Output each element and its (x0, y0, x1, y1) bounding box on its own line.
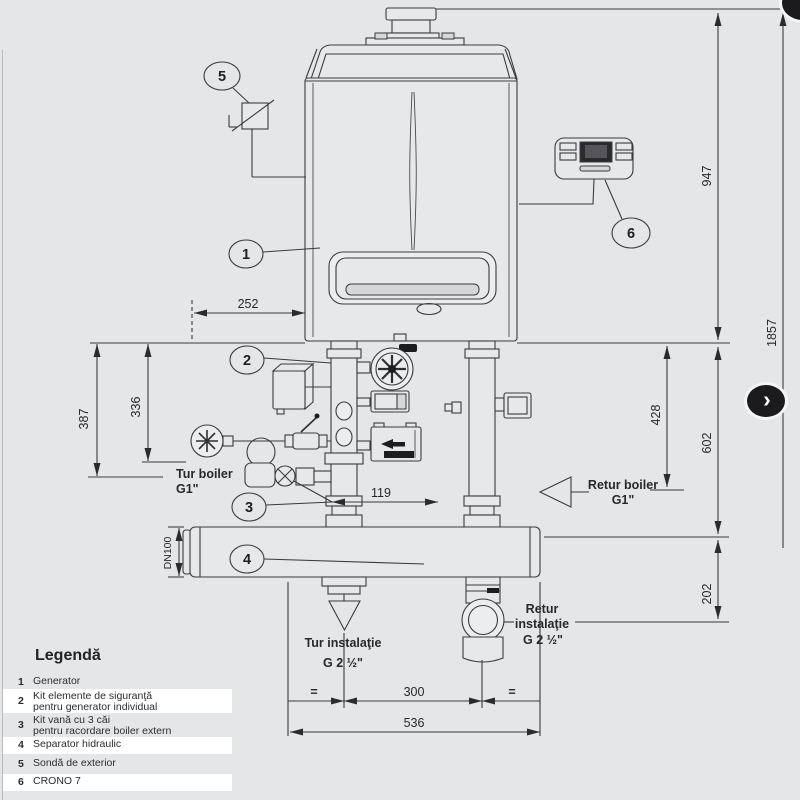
callout-6-number: 6 (627, 226, 635, 242)
callout-5-number: 5 (218, 69, 226, 85)
control-box (356, 422, 422, 462)
outdoor-sensor (228, 99, 306, 178)
brand-logo (416, 302, 442, 316)
flow-switch (356, 390, 410, 413)
dim-252: 252 (238, 297, 259, 311)
legend-item-2: 2 Kit elemente de siguranţă pentru gener… (3, 689, 232, 713)
valve-lever (300, 416, 318, 433)
callouts: 1 2 3 4 5 6 (203, 61, 651, 574)
dim-536: 536 (404, 716, 425, 730)
callout-1 (228, 239, 264, 269)
label-retur-boiler: Retur boiler (588, 478, 658, 492)
callout-4 (229, 544, 265, 574)
boiler-generator (304, 32, 518, 342)
dim-300: 300 (404, 685, 425, 699)
legend-item-3: 3 Kit vană cu 3 căi pentru racordare boi… (18, 714, 172, 737)
dim-202: 202 (700, 584, 714, 605)
dimension-lines (88, 13, 787, 736)
page-edge-line (2, 50, 3, 800)
legend-item-6: 6 CRONO 7 (3, 774, 232, 791)
callout-2 (229, 345, 265, 375)
dim-947: 947 (700, 166, 714, 187)
dim-602: 602 (700, 433, 714, 454)
label-tur-instalatie: Tur instalaţie (305, 636, 382, 650)
legend-title: Legendă (35, 647, 101, 664)
label-retur-boiler-size: G1" (612, 493, 635, 507)
carousel-next-button[interactable]: › (744, 382, 788, 420)
three-way-valve-kit (244, 462, 333, 503)
label-retur-instalatie-2: instalaţie (515, 617, 569, 631)
legend-item-1: 1 Generator (18, 675, 81, 689)
label-tur-boiler-size: G1" (176, 482, 199, 496)
callout-4-number: 4 (243, 552, 251, 568)
callout-1-number: 1 (242, 247, 250, 263)
retur-boiler-arrow (538, 476, 572, 508)
callout-5 (203, 61, 241, 91)
hydraulic-kit (190, 340, 532, 528)
label-tur-instalatie-size: G 2 ½" (323, 656, 363, 670)
tur-instalatie-arrow (328, 600, 361, 632)
legend-item-4: 4 Separator hidraulic (3, 737, 232, 754)
equal-mark-left: = (310, 685, 317, 699)
callout-2-number: 2 (243, 353, 251, 369)
callout-6 (611, 217, 651, 249)
label-retur-instalatie-size: G 2 ½" (523, 633, 563, 647)
label-tur-boiler: Tur boiler (176, 467, 233, 481)
flue-pipe (382, 7, 440, 40)
dim-387: 387 (77, 409, 91, 430)
legend-panel: Legendă 1 Generator 2 Kit elemente de si… (0, 644, 345, 800)
port-markers (504, 476, 729, 623)
crono-7-device (519, 137, 634, 205)
hydraulic-separator (182, 526, 541, 663)
pressure-gauge-assembly (190, 413, 331, 467)
dim-dn100: DN100 (162, 536, 174, 569)
callout-3 (231, 492, 267, 522)
dim-336: 336 (129, 397, 143, 418)
flex-hose-loop (246, 437, 276, 467)
callout-3-number: 3 (245, 500, 253, 516)
safety-valve-group (271, 362, 331, 415)
equal-mark-right: = (508, 685, 515, 699)
dimension-labels: 252 387 336 119 428 947 602 202 1857 DN1… (77, 166, 779, 730)
label-retur-instalatie: Retur (526, 602, 559, 616)
circulation-pump (356, 344, 417, 391)
port-labels: Tur boiler G1" Retur boiler G1" Tur inst… (176, 467, 658, 670)
dim-119: 119 (371, 486, 391, 500)
legend-item-5: 5 Sondă de exterior (18, 757, 116, 771)
dim-1857: 1857 (765, 319, 779, 347)
chevron-right-icon: › (763, 386, 771, 412)
dim-428: 428 (649, 405, 663, 426)
retur-elbow (461, 576, 505, 663)
